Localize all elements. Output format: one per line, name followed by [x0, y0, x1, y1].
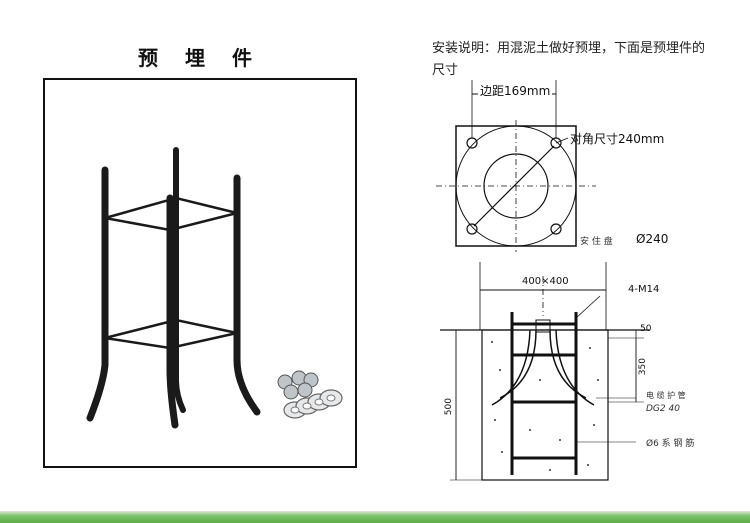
- drawing-lines: [436, 80, 650, 481]
- embedded-part-illustration: [86, 147, 343, 429]
- bolt-label: 4-M14: [628, 284, 660, 295]
- diameter-prefix: 安 住 盘: [580, 237, 613, 247]
- left-title: 预 埋 件: [138, 46, 262, 70]
- embedded-part-photo: [43, 78, 357, 468]
- diameter-label: Ø240: [636, 232, 669, 246]
- bolt-spacing-label: 400×400: [522, 276, 569, 287]
- rebar-label: Ø6 系 钢 筋: [646, 439, 695, 449]
- edge-distance-label: 边距169mm: [478, 82, 553, 99]
- conduit-label-2: DG2 40: [646, 404, 680, 414]
- diagonal-label: 对角尺寸240mm: [570, 132, 665, 146]
- dim-500: 500: [444, 398, 454, 416]
- nuts-washers: [277, 370, 343, 419]
- conduit-label-1: 电 缆 护 管: [646, 391, 686, 400]
- install-note: 安装说明：用混泥土做好预埋，下面是预埋件的尺寸: [432, 41, 706, 78]
- dim-350: 350: [638, 358, 648, 376]
- technical-drawing: 边距169mm 对角尺寸240mm 安 住 盘 Ø240 400×400 4-M…: [400, 80, 730, 490]
- dim-50: 50: [640, 324, 652, 334]
- bottom-accent-bar: [0, 511, 750, 523]
